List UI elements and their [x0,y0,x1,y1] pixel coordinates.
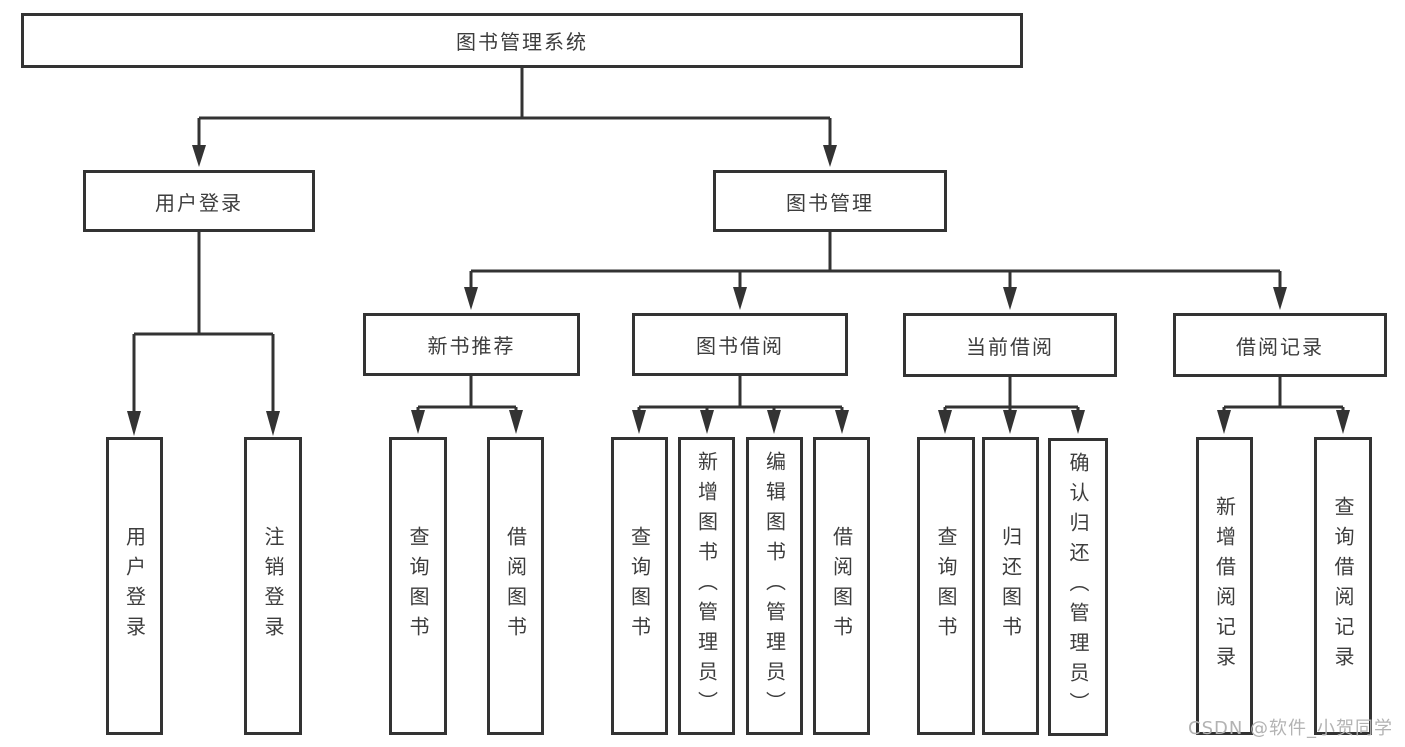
leaf-rec-borrow-books: 借阅图书 [487,437,544,735]
watermark: CSDN @软件_小贺同学 [1188,718,1394,739]
node-borrow-records: 借阅记录 [1173,313,1387,377]
node-new-book-recommend: 新书推荐 [363,313,580,376]
leaf-br-add-record: 新增借阅记录 [1196,437,1253,735]
leaf-cb-return-books: 归还图书 [982,437,1039,735]
leaf-logout: 注销登录 [244,437,302,735]
leaf-bb-query-books: 查询图书 [611,437,668,735]
node-root: 图书管理系统 [21,13,1023,68]
leaf-rec-query-books: 查询图书 [389,437,447,735]
leaf-bb-add-books-admin: 新增图书（管理员） [678,437,735,735]
leaf-bb-borrow-books: 借阅图书 [813,437,870,735]
leaf-cb-query-books: 查询图书 [917,437,975,735]
leaf-user-login: 用户登录 [106,437,163,735]
leaf-bb-edit-books-admin: 编辑图书（管理员） [746,437,803,735]
arrowheads [127,145,1350,436]
node-book-borrow: 图书借阅 [632,313,848,376]
leaf-cb-confirm-return-admin: 确认归还（管理员） [1048,438,1108,736]
node-book-mgmt: 图书管理 [713,170,947,232]
node-user-login: 用户登录 [83,170,315,232]
leaf-br-query-record: 查询借阅记录 [1314,437,1372,735]
node-current-borrow: 当前借阅 [903,313,1117,377]
